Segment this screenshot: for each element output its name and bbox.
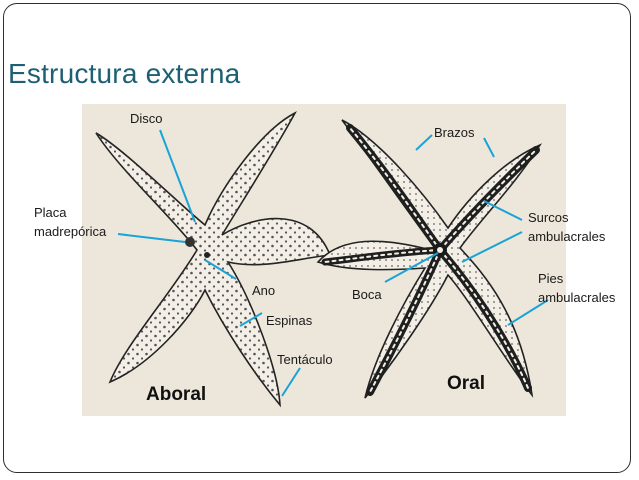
- label-placa-line1: Placa: [34, 205, 67, 220]
- leader-boca: [384, 252, 439, 283]
- leader-pies: [507, 299, 549, 326]
- label-surcos-line1: Surcos: [528, 210, 569, 225]
- leader-brazos-right: [483, 137, 495, 158]
- label-surcos-line2: ambulacrales: [528, 229, 606, 244]
- leader-surcos-2: [461, 231, 523, 263]
- label-disco: Disco: [130, 111, 163, 126]
- leader-brazos-left: [415, 134, 433, 151]
- leader-tentaculo: [281, 367, 301, 397]
- leader-lines: [117, 129, 549, 397]
- leader-disco: [159, 129, 196, 223]
- label-boca: Boca: [352, 287, 382, 302]
- label-espinas: Espinas: [266, 313, 313, 328]
- anus: [204, 252, 210, 258]
- caption-oral: Oral: [447, 373, 485, 394]
- caption-aboral: Aboral: [146, 384, 206, 405]
- leader-surcos-1: [483, 200, 523, 221]
- label-pies-line1: Pies: [538, 271, 564, 286]
- leader-espinas: [239, 312, 263, 327]
- madreporite-plate: [185, 237, 195, 247]
- slide-title: Estructura externa: [8, 58, 241, 89]
- label-placa-line2: madrepórica: [34, 224, 107, 239]
- label-brazos: Brazos: [434, 125, 475, 140]
- label-tentaculo: Tentáculo: [277, 352, 333, 367]
- leader-ano: [204, 259, 237, 280]
- label-ano: Ano: [252, 283, 275, 298]
- label-pies-line2: ambulacrales: [538, 290, 616, 305]
- leader-placa: [117, 233, 186, 243]
